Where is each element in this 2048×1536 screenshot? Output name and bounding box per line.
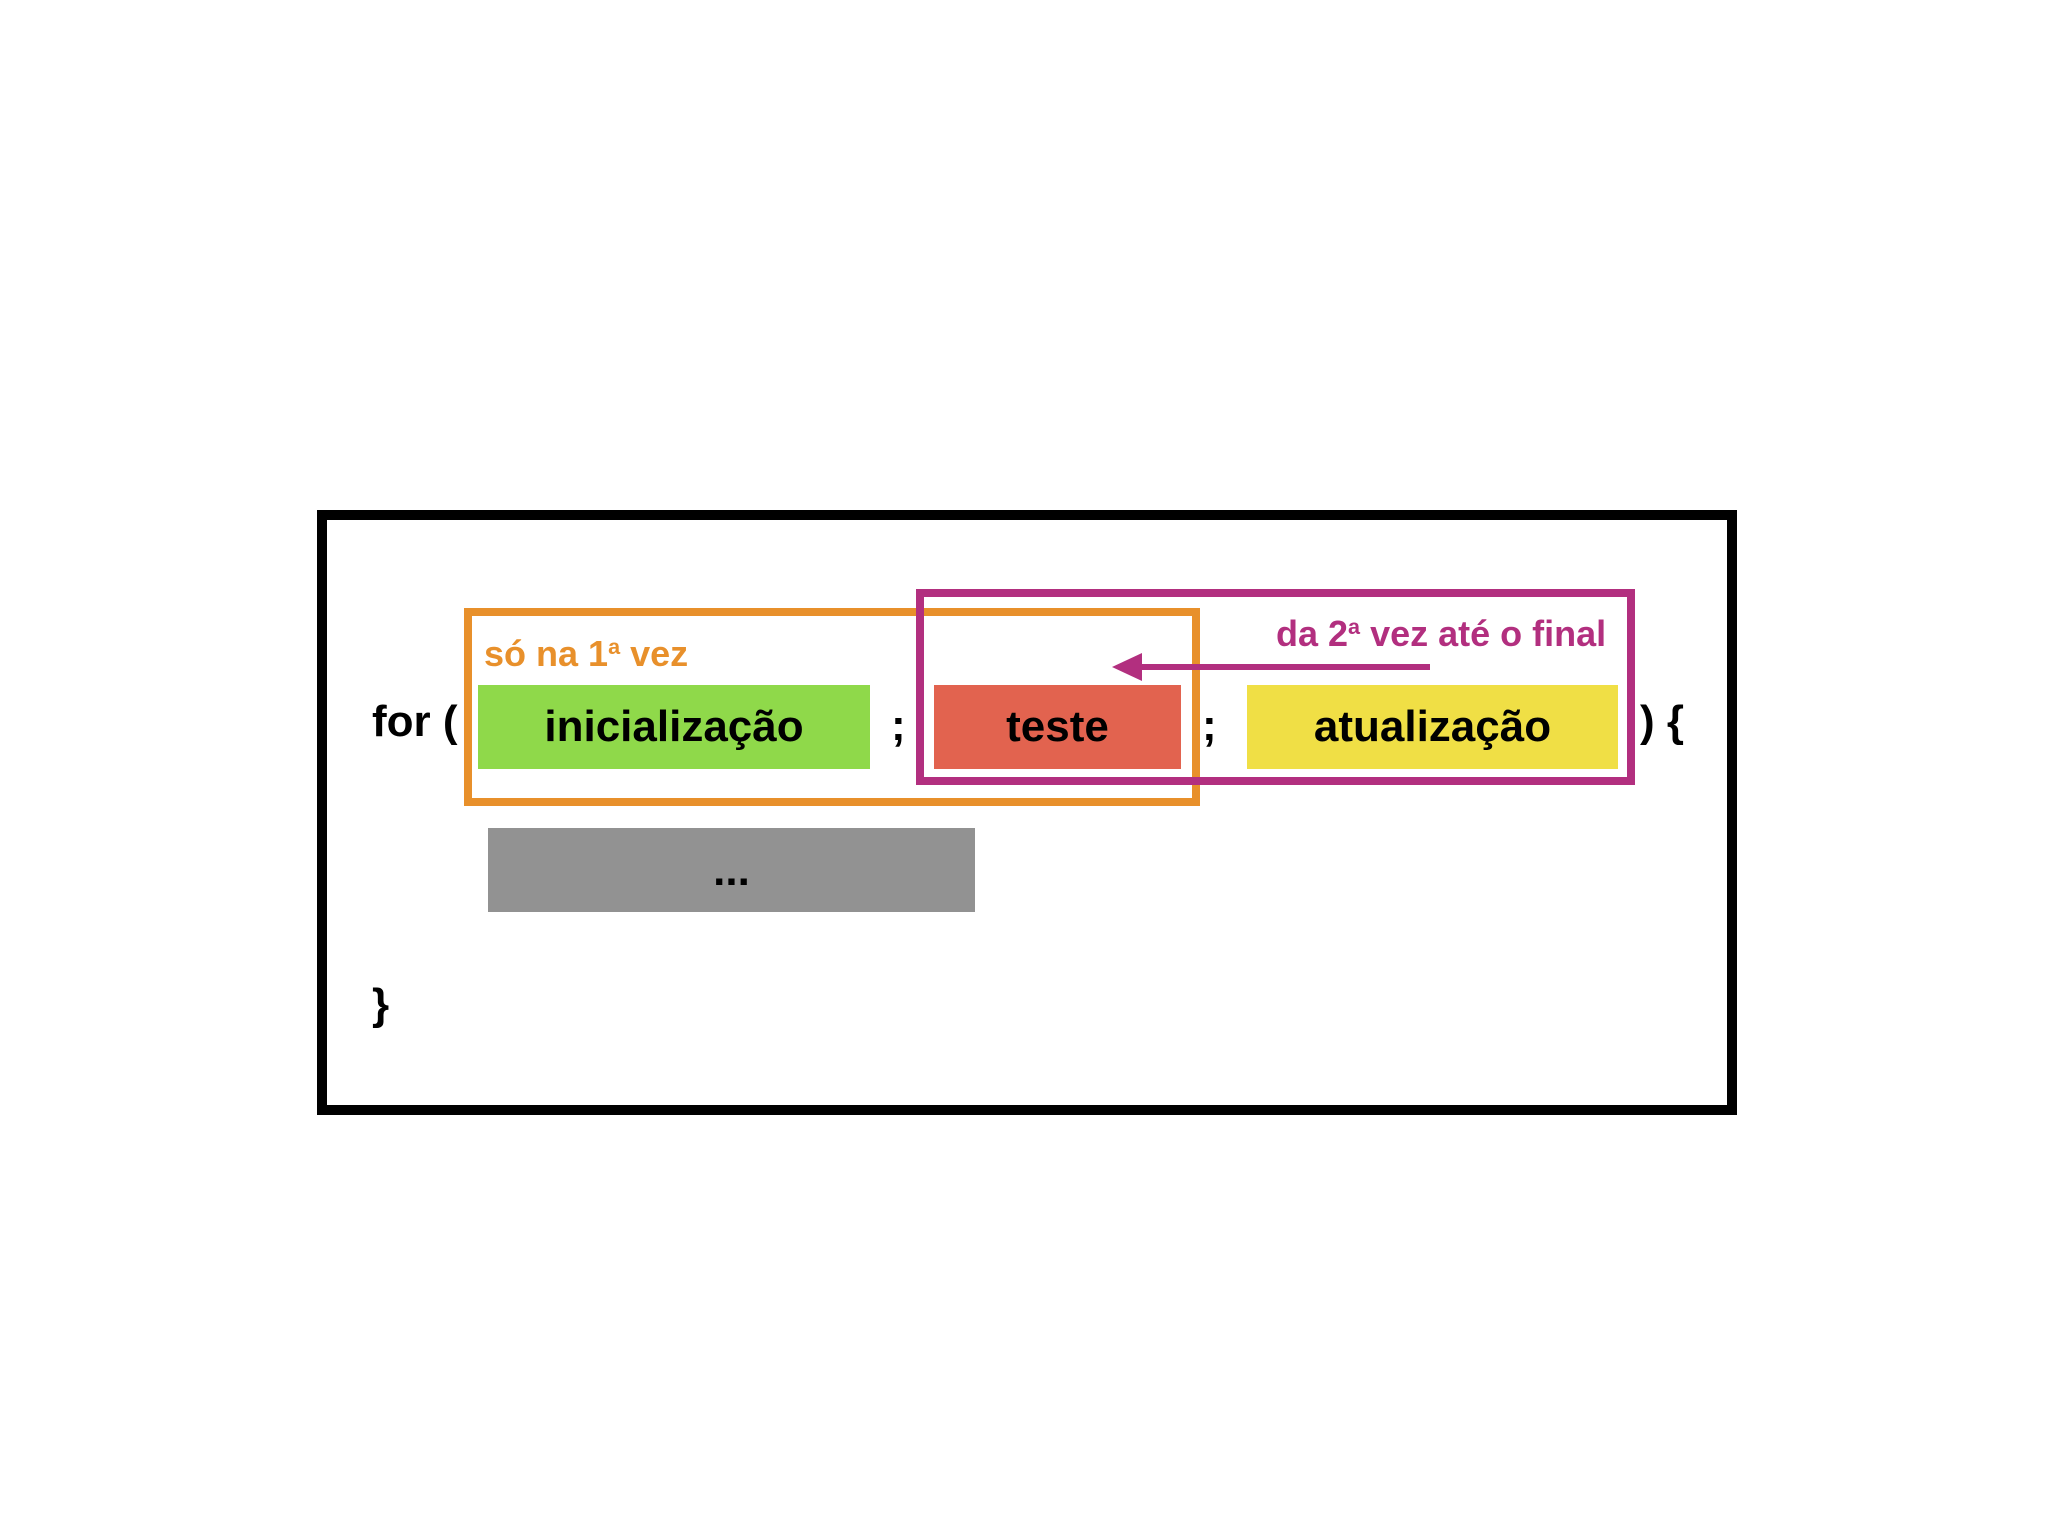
update-block: atualização (1247, 685, 1618, 769)
repeat-arrow-head (1112, 653, 1142, 681)
semicolon-1: ; (891, 701, 906, 750)
second-time-on-region (916, 589, 1635, 785)
close-paren-open-brace: ) { (1640, 697, 1684, 746)
first-time-label: só na 1a vez (484, 633, 689, 674)
initialization-block: inicialização (478, 685, 870, 769)
loop-body-block: ... (488, 828, 975, 912)
semicolon-2: ; (1202, 701, 1217, 750)
closing-brace: } (372, 980, 390, 1029)
first-time-region (464, 608, 1200, 806)
code-frame (317, 510, 1737, 1115)
for-keyword-open-paren: for ( (372, 697, 458, 746)
second-time-on-label: da 2a vez até o final (1276, 613, 1607, 654)
test-block: teste (934, 685, 1181, 769)
